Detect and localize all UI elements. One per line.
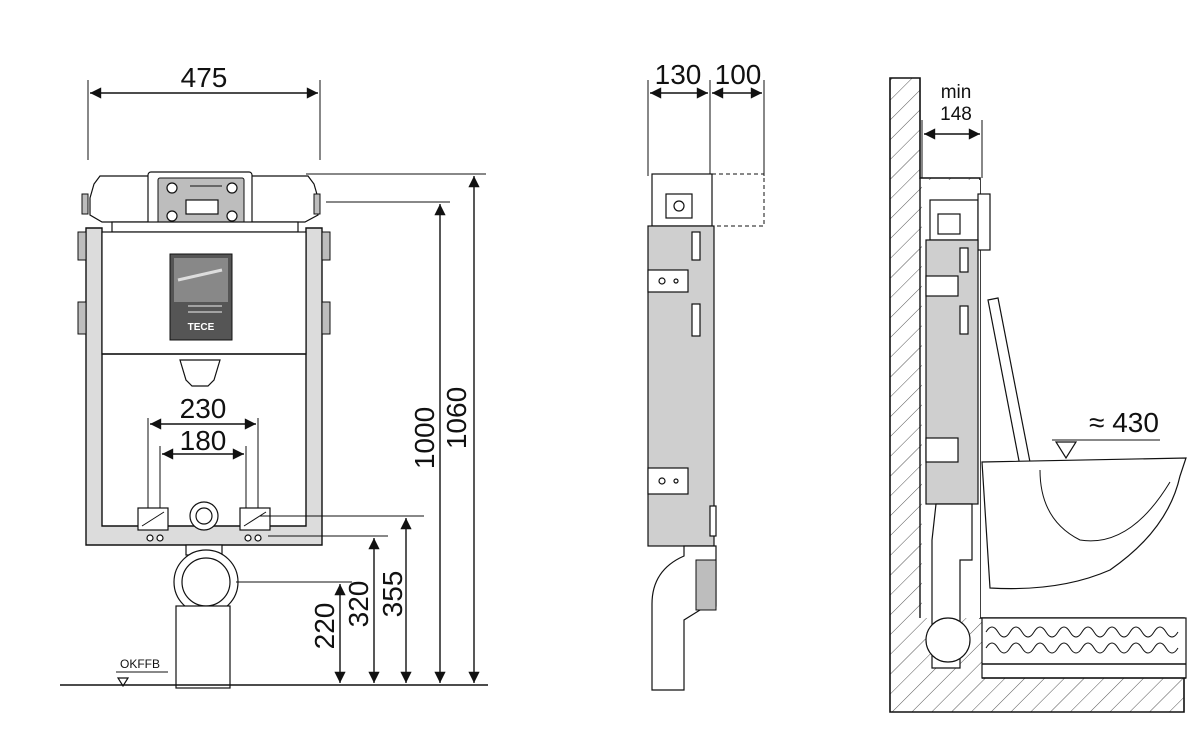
- dimension-355: 355: [377, 518, 412, 683]
- dimension-1060: 1060: [441, 176, 480, 683]
- height-320-label: 320: [343, 581, 374, 628]
- dimension-100: 100: [712, 59, 765, 176]
- drain-bend: [173, 544, 239, 689]
- height-355-label: 355: [377, 571, 408, 618]
- dimension-1000: 1000: [409, 204, 446, 683]
- front-view: 475: [60, 62, 488, 689]
- bottom-fixings: [137, 501, 271, 542]
- spacing-180-label: 180: [180, 425, 227, 456]
- floor-screed: [981, 617, 1187, 679]
- dimension-320: 320: [343, 538, 380, 683]
- width-label: 475: [181, 62, 228, 93]
- dimension-130: 130: [647, 59, 711, 176]
- min-label: min: [941, 82, 972, 103]
- depth-130-label: 130: [655, 59, 702, 90]
- floor-label: OKFFB: [120, 657, 160, 671]
- dimension-230: 230: [147, 393, 259, 510]
- cistern-head: [89, 171, 319, 233]
- height-220-label: 220: [309, 603, 340, 650]
- toilet-bowl: [981, 457, 1187, 590]
- actuator-outline: [711, 173, 765, 227]
- side-view: 130 100: [647, 59, 765, 691]
- dimension-min-148: min 148: [921, 82, 983, 178]
- flush-inlet: [179, 359, 221, 387]
- depth-100-label: 100: [715, 59, 762, 90]
- brand-label: TECE: [188, 322, 215, 333]
- min-value-label: 148: [940, 104, 972, 125]
- spacing-230-label: 230: [180, 393, 227, 424]
- toilet-lid: [987, 297, 1031, 467]
- product-label: TECE: [169, 253, 233, 341]
- dimension-220: 220: [309, 584, 346, 683]
- dimension-475: 475: [87, 62, 321, 160]
- install-view: min 148 ≈ 430: [889, 77, 1187, 713]
- dimension-180: 180: [159, 425, 247, 510]
- seat-height-label: ≈ 430: [1089, 407, 1159, 438]
- height-1000-label: 1000: [409, 407, 440, 469]
- height-1060-label: 1060: [441, 387, 472, 449]
